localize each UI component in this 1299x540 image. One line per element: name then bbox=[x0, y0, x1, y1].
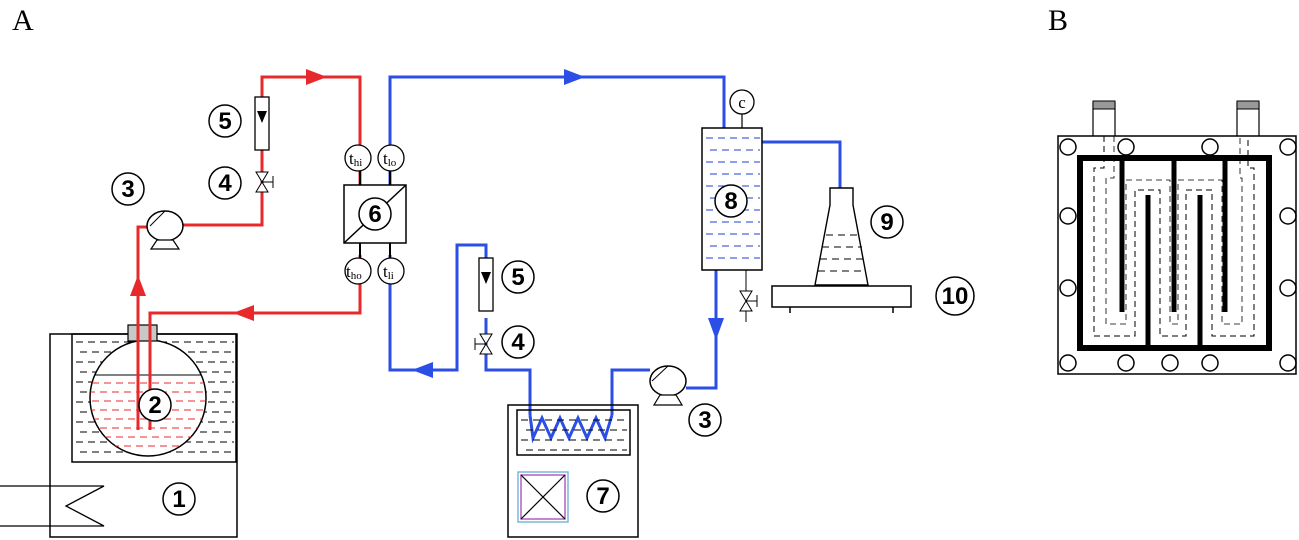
hot-flow-arrow-left bbox=[233, 305, 254, 321]
hot-flow-arrow-up bbox=[130, 275, 146, 296]
svg-text:9: 9 bbox=[880, 209, 893, 236]
svg-text:4: 4 bbox=[218, 170, 232, 197]
label-7: 7 bbox=[586, 479, 620, 513]
temp-sensor-tli: tli bbox=[377, 257, 405, 285]
hot-flow-arrow-right bbox=[306, 69, 327, 85]
exchanger-plate bbox=[1057, 100, 1297, 375]
svg-text:5: 5 bbox=[511, 264, 524, 291]
label-4-right: 4 bbox=[501, 325, 535, 359]
temp-sensor-tho: tho bbox=[344, 257, 372, 285]
svg-text:tho: tho bbox=[346, 262, 362, 282]
label-9: 9 bbox=[870, 205, 904, 239]
heater-element bbox=[0, 485, 105, 527]
svg-text:3: 3 bbox=[698, 407, 711, 434]
chiller-compressor-icon bbox=[517, 471, 569, 523]
svg-text:tlo: tlo bbox=[383, 149, 397, 169]
cold-flow-arrow-down bbox=[708, 318, 724, 340]
label-3-right: 3 bbox=[688, 403, 722, 437]
label-8: 8 bbox=[714, 184, 748, 218]
temp-sensor-thi: thi bbox=[344, 144, 372, 172]
valve-right bbox=[474, 333, 493, 355]
flowmeter-right bbox=[478, 257, 494, 312]
svg-text:4: 4 bbox=[511, 329, 525, 356]
svg-text:c: c bbox=[738, 93, 746, 112]
label-10: 10 bbox=[935, 276, 975, 316]
pump-right bbox=[649, 365, 687, 406]
erlenmeyer-flask bbox=[814, 187, 869, 286]
cold-flow-arrow-right bbox=[564, 69, 585, 85]
svg-text:8: 8 bbox=[724, 188, 737, 215]
temp-sensor-tlo: tlo bbox=[377, 144, 405, 172]
svg-text:tli: tli bbox=[383, 262, 394, 282]
label-1: 1 bbox=[162, 482, 196, 516]
drain-valve bbox=[739, 270, 758, 322]
svg-text:10: 10 bbox=[942, 283, 969, 310]
conductivity-sensor: c bbox=[729, 89, 755, 115]
water-bath bbox=[0, 324, 238, 538]
label-4-left: 4 bbox=[208, 166, 242, 200]
svg-text:1: 1 bbox=[172, 486, 185, 513]
flow-channel-path bbox=[1093, 136, 1255, 337]
label-3-left: 3 bbox=[111, 172, 145, 206]
pump-left bbox=[146, 210, 184, 250]
flask-liquid bbox=[90, 374, 206, 447]
svg-text:thi: thi bbox=[349, 149, 362, 169]
flowmeter-left bbox=[254, 96, 270, 151]
svg-text:2: 2 bbox=[148, 392, 161, 419]
label-5-right: 5 bbox=[501, 260, 535, 294]
label-2: 2 bbox=[138, 388, 172, 422]
flask-stopper bbox=[127, 324, 158, 342]
svg-text:6: 6 bbox=[368, 201, 381, 228]
cold-flow-arrow-left bbox=[412, 362, 433, 378]
label-6: 6 bbox=[358, 197, 392, 231]
panel-label-b: B bbox=[1048, 4, 1068, 37]
balance bbox=[771, 285, 912, 313]
valve-left bbox=[255, 171, 274, 193]
svg-text:3: 3 bbox=[121, 176, 134, 203]
svg-text:7: 7 bbox=[596, 483, 609, 510]
cooling-coil bbox=[528, 414, 614, 444]
cold-loop bbox=[388, 69, 842, 444]
label-5-left: 5 bbox=[208, 104, 242, 138]
chiller bbox=[507, 404, 639, 538]
svg-text:5: 5 bbox=[218, 108, 231, 135]
panel-label-a: A bbox=[12, 4, 34, 37]
